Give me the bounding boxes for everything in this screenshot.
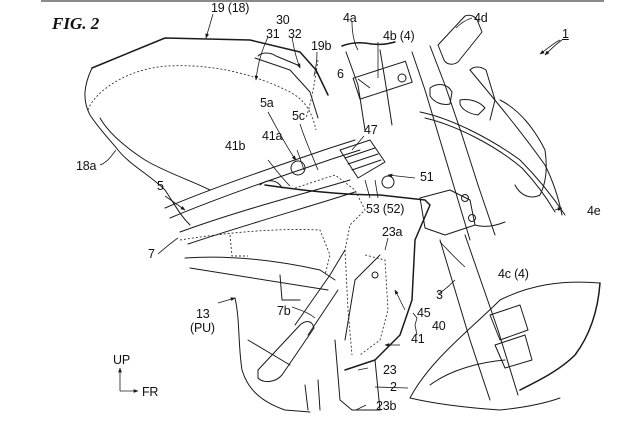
cover-41 [259,160,431,371]
label-41a: 41a [262,129,283,143]
steering-column-4 [341,41,496,241]
label-23a: 23a [382,225,403,239]
label-13: 13 [196,307,210,321]
label-41b: 41b [225,139,246,153]
label-4c-4: 4c (4) [498,267,529,281]
label-47: 47 [364,123,378,137]
bracket-4c [419,189,506,236]
frame-5 [164,139,361,276]
leader-lines [99,13,563,411]
label-30: 30 [276,13,290,27]
label-2: 2 [390,380,397,394]
orientation-front-label: FR [142,385,159,399]
handle-4d [437,14,496,121]
label-23: 23 [383,363,397,377]
fender-2 [409,281,601,411]
label-31: 31 [266,27,280,41]
label-45: 45 [417,306,431,320]
label-32: 32 [288,27,302,41]
power-unit-13 [234,249,346,413]
assembly-arrow-1 [544,39,563,56]
label-23b: 23b [376,399,397,413]
label-19b: 19b [311,39,332,53]
swing-arm-7 [184,234,336,301]
label-51: 51 [420,170,434,184]
fork-3 [439,234,533,401]
label-5c: 5c [292,109,305,123]
label-3: 3 [436,288,443,302]
body-cover-19 [84,37,329,226]
label-53-52: 53 (52) [366,202,405,216]
clip-47-51-53 [339,139,395,189]
label-4a: 4a [343,11,357,25]
front-cowl-4e [419,69,566,216]
label-7b: 7b [277,304,291,318]
label-6: 6 [337,67,344,81]
label-7: 7 [148,247,155,261]
label-40: 40 [432,319,446,333]
label-assembly-1: 1 [562,27,569,41]
label-pu: (PU) [190,321,215,335]
label-5: 5 [157,179,164,193]
orientation-indicator [118,367,139,393]
part-30-assembly [254,52,319,119]
label-41: 41 [411,332,425,346]
label-4d: 4d [474,11,488,25]
member-23 [334,254,381,411]
label-19-18: 19 (18) [211,1,250,15]
orientation-up-label: UP [113,353,130,367]
label-4e: 4e [587,204,601,218]
label-5a: 5a [260,96,274,110]
label-4b-4: 4b (4) [383,29,415,43]
label-18a: 18a [76,159,97,173]
page-top-rule [41,0,604,2]
figure-title: FIG. 2 [52,14,100,33]
